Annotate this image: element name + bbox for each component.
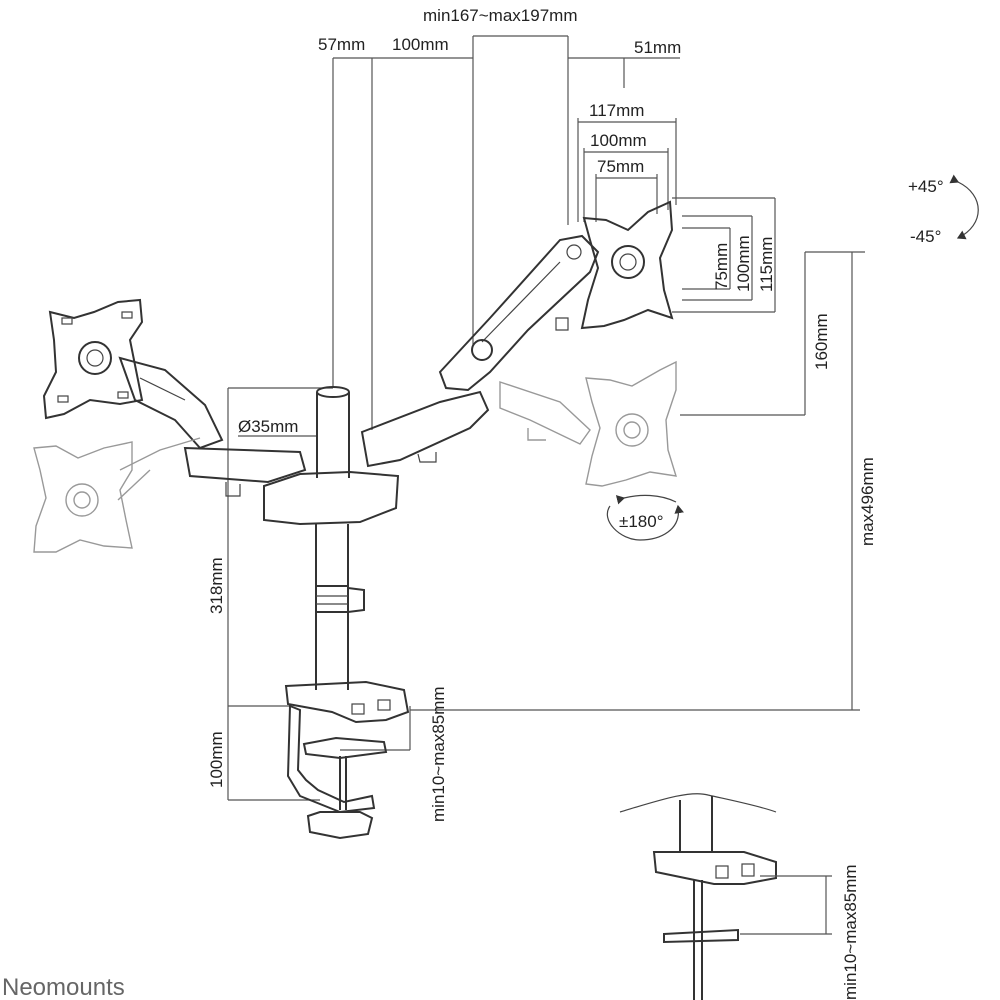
vesa-75-width-label: 75mm [597, 157, 644, 176]
center-offset-label: 100mm [392, 35, 449, 54]
right-lower-arm [360, 390, 490, 468]
clamp-detail [619, 793, 832, 1000]
center-pole [263, 386, 400, 690]
rotate-arrow-icon [606, 494, 684, 541]
brand-logo: Neomounts [2, 974, 125, 1000]
left-vesa-plate [42, 298, 144, 420]
max-height-label: max496mm [858, 457, 877, 546]
height-dimensions [410, 251, 865, 711]
left-ghost-plate [33, 441, 133, 553]
left-arm [117, 356, 307, 501]
desk-thickness-detail-label: min10~max85mm [841, 864, 860, 1000]
right-vesa-plate [580, 200, 674, 330]
vesa-100-width-label: 100mm [590, 131, 647, 150]
right-upper-arm [438, 234, 600, 392]
rotation-label: ±180° [619, 512, 664, 531]
left-offset-label: 57mm [318, 35, 365, 54]
pole-height-label: 318mm [207, 557, 226, 614]
vesa-100-height-label: 100mm [734, 235, 753, 292]
right-ghost-plate [499, 360, 677, 487]
desk-clamp [284, 680, 410, 840]
right-offset-label: 51mm [634, 38, 681, 57]
pole-diameter-label: Ø35mm [238, 417, 298, 436]
pole-dimensions [227, 387, 411, 801]
tilt-down-label: -45° [910, 227, 941, 246]
tilt-up-label: +45° [908, 177, 944, 196]
vesa-75-height-label: 75mm [712, 243, 731, 290]
vesa-height-dimensions [672, 197, 776, 313]
arm-extension-label: min167~max197mm [423, 6, 578, 25]
vesa-width-dimensions [577, 118, 677, 222]
vesa-115-height-label: 115mm [757, 237, 776, 292]
clamp-height-label: 100mm [207, 731, 226, 788]
tilt-arrow-icon [949, 174, 979, 240]
vesa-117-label: 117mm [589, 101, 644, 120]
height-adjust-label: 160mm [812, 313, 831, 370]
top-dimension-lines [332, 35, 680, 430]
desk-thickness-label: min10~max85mm [429, 686, 448, 822]
